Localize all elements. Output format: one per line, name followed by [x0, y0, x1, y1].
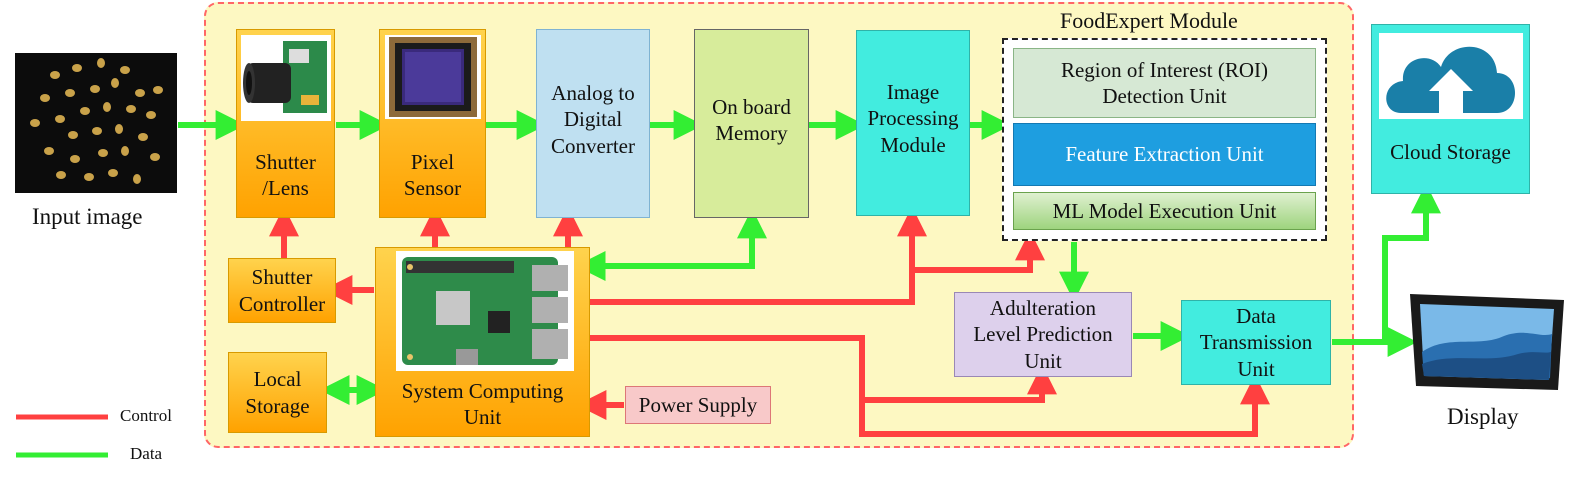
image-sensor-chip-icon: [385, 35, 481, 119]
adulteration-line-2: Level Prediction: [973, 322, 1113, 347]
memory-line-2: Memory: [715, 121, 788, 146]
adulteration-line-1: Adulteration: [989, 296, 1097, 321]
roi-detection-unit: Region of Interest (ROI) Detection Unit: [1013, 48, 1316, 118]
input-image-label: Input image: [32, 204, 143, 229]
ipm-line-3: Module: [880, 132, 946, 157]
adulteration-prediction-block: Adulteration Level Prediction Unit: [954, 292, 1132, 377]
memory-block: On board Memory: [694, 29, 809, 218]
cloud-upload-icon: [1379, 33, 1523, 119]
data-tx-line-3: Unit: [1237, 356, 1275, 381]
adc-line-1: Analog to: [551, 81, 635, 105]
data-transmission-block: Data Transmission Unit: [1181, 300, 1331, 385]
feature-line-1: Feature Extraction Unit: [1065, 142, 1264, 167]
ml-line-1: ML Model Execution Unit: [1052, 198, 1277, 223]
pixel-sensor-line-2: Sensor: [403, 175, 462, 200]
data-arrow-memory-computing: [575, 208, 767, 281]
adc-line-3: Converter: [551, 133, 635, 158]
monitor-icon: [1408, 290, 1566, 394]
feature-extraction-unit: Feature Extraction Unit: [1013, 123, 1316, 186]
control-arrow-to-tx: [859, 374, 1270, 437]
data-tx-line-2: Transmission: [1199, 330, 1313, 355]
ml-model-execution-unit: ML Model Execution Unit: [1013, 192, 1316, 230]
local-storage-block: Local Storage: [228, 352, 327, 433]
camera-module-icon: [241, 35, 331, 121]
shutter-lens-line-1: Shutter: [255, 149, 316, 174]
ipm-line-1: Image: [886, 80, 940, 104]
raspberry-pi-board-icon: [396, 251, 574, 371]
memory-line-1: On board: [712, 95, 791, 119]
system-computing-line-1: System Computing: [401, 378, 564, 403]
power-supply-block: Power Supply: [625, 386, 771, 424]
shutter-controller-line-2: Controller: [238, 291, 326, 316]
ipm-line-2: Processing: [867, 106, 959, 131]
local-storage-line-2: Storage: [245, 393, 310, 418]
adc-line-2: Digital: [563, 107, 623, 132]
input-seeds-photo: [15, 53, 177, 193]
local-storage-line-1: Local: [253, 367, 302, 392]
shutter-controller-block: Shutter Controller: [228, 258, 336, 323]
shutter-lens-line-2: /Lens: [262, 175, 309, 200]
image-processing-block: Image Processing Module: [856, 30, 970, 216]
cloud-storage-label: Cloud Storage: [1390, 139, 1511, 164]
control-arrow-to-ipm: [590, 206, 927, 305]
display-label: Display: [1447, 404, 1519, 429]
legend-control-label: Control: [120, 406, 172, 425]
foodexpert-module-title: FoodExpert Module: [1060, 8, 1238, 33]
adulteration-line-3: Unit: [1024, 348, 1062, 373]
roi-line-1: Region of Interest (ROI): [1060, 57, 1269, 82]
data-tx-line-1: Data: [1236, 304, 1276, 329]
control-arrow-to-foodexpert: [912, 230, 1045, 273]
adc-block: Analog to Digital Converter: [536, 29, 650, 218]
shutter-controller-line-1: Shutter: [251, 265, 313, 290]
data-arrow-tx-to-cloud: [1382, 183, 1441, 342]
system-computing-line-2: Unit: [463, 404, 502, 429]
power-supply-label: Power Supply: [638, 392, 758, 417]
legend-data-label: Data: [130, 444, 163, 463]
pixel-sensor-line-1: Pixel: [410, 149, 455, 174]
roi-line-2: Detection Unit: [1102, 84, 1227, 108]
